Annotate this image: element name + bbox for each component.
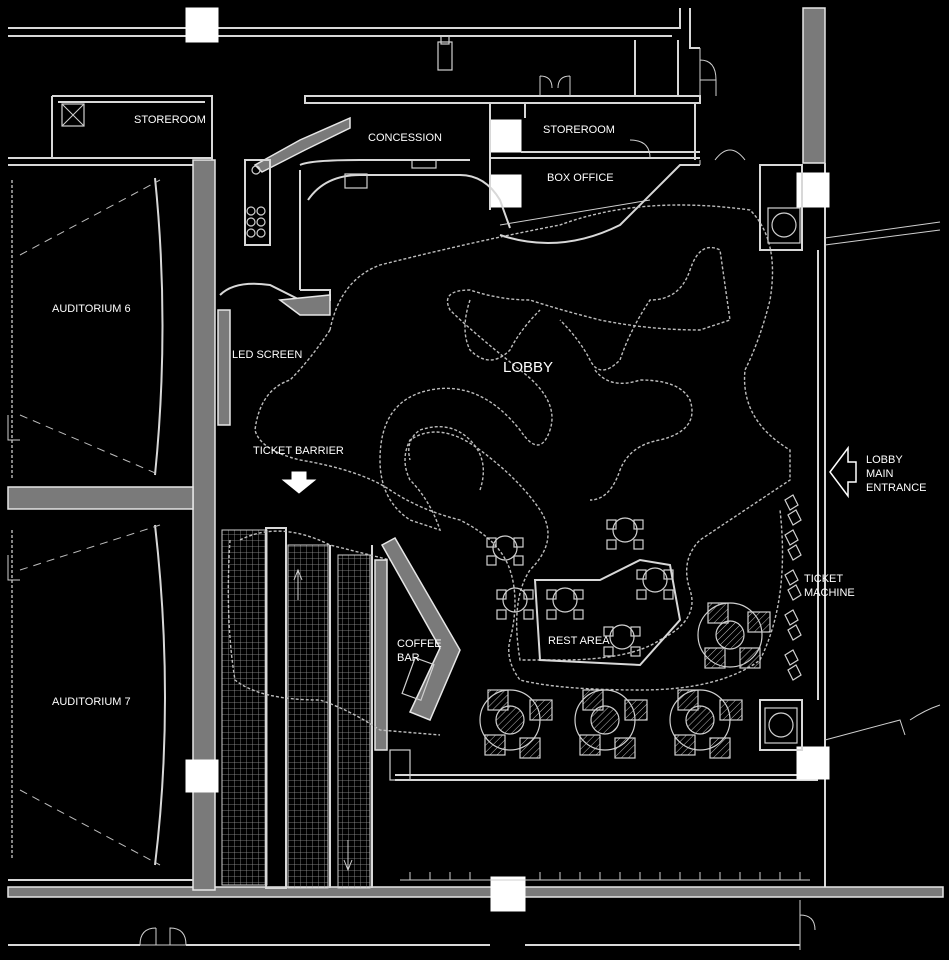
auditorium-6-room — [7, 177, 164, 480]
bottom-bench — [400, 872, 810, 881]
escalators — [221, 527, 411, 889]
structural-columns — [185, 7, 830, 912]
label-ticket-machine-2: MACHINE — [804, 587, 855, 599]
ticket-barrier-arrow-icon — [281, 471, 317, 494]
label-storeroom-left: STOREROOM — [134, 114, 206, 126]
rest-area-furniture — [479, 517, 771, 759]
label-auditorium-7: AUDITORIUM 7 — [52, 696, 131, 708]
label-box-office: BOX OFFICE — [547, 172, 614, 184]
label-ticket-barrier: TICKET BARRIER — [253, 445, 344, 457]
label-coffee-bar-1: COFFEE — [397, 638, 442, 650]
ticket-machines — [784, 494, 802, 681]
label-concession: CONCESSION — [368, 132, 442, 144]
label-storeroom-right: STOREROOM — [543, 124, 615, 136]
auditorium-7-room — [7, 524, 166, 866]
queue-lines — [227, 204, 791, 736]
entrance-arrow-icon — [829, 445, 857, 499]
coffee-bar — [380, 536, 461, 721]
side-entrance — [759, 699, 941, 751]
label-lobby-main-entrance-3: ENTRANCE — [866, 482, 927, 494]
label-lobby-main-entrance-2: MAIN — [866, 468, 894, 480]
label-rest-area: REST AREA — [548, 635, 610, 647]
label-coffee-bar-2: BAR — [397, 652, 420, 664]
labels: STOREROOM CONCESSION STOREROOM BOX OFFIC… — [52, 114, 927, 708]
label-auditorium-6: AUDITORIUM 6 — [52, 303, 131, 315]
outer-walls — [7, 7, 944, 950]
label-lobby: LOBBY — [503, 359, 553, 376]
label-ticket-machine-1: TICKET — [804, 573, 843, 585]
label-lobby-main-entrance-1: LOBBY — [866, 454, 903, 466]
label-led-screen: LED SCREEN — [232, 349, 302, 361]
